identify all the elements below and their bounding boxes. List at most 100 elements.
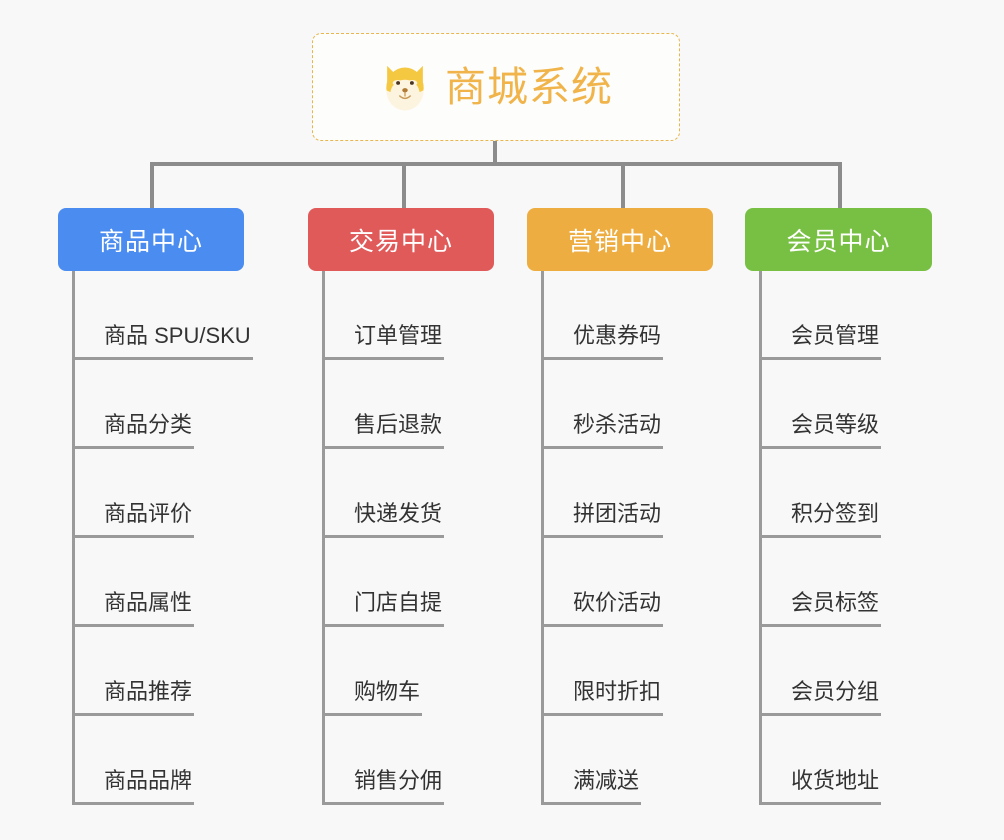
leaf-underline-stub [72, 535, 102, 538]
leaf-label: 会员等级 [789, 412, 882, 449]
leaf-item[interactable]: 限时折扣 [541, 627, 713, 716]
branch-column-trade-center: 交易中心 订单管理 售后退款 快递发货 门店自提 购物车 [308, 208, 494, 805]
leaf-label: 优惠券码 [571, 323, 664, 360]
leaf-spine [72, 271, 75, 805]
shiba-dog-face-icon [386, 65, 424, 111]
leaf-underline-stub [322, 802, 352, 805]
leaf-label: 销售分佣 [352, 768, 445, 805]
leaf-item[interactable]: 收货地址 [759, 716, 932, 805]
branch-column-marketing-center: 营销中心 优惠券码 秒杀活动 拼团活动 砍价活动 限时折扣 [527, 208, 713, 805]
leaf-item[interactable]: 积分签到 [759, 449, 932, 538]
leaf-item[interactable]: 商品推荐 [72, 627, 244, 716]
leaf-underline-stub [322, 446, 352, 449]
leaf-item[interactable]: 销售分佣 [322, 716, 494, 805]
leaf-label: 满减送 [571, 768, 642, 805]
leaf-list-member-center: 会员管理 会员等级 积分签到 会员标签 会员分组 收货地址 [759, 271, 932, 805]
leaf-label: 商品推荐 [102, 679, 195, 716]
leaf-label: 会员标签 [789, 590, 882, 627]
leaf-underline-stub [541, 535, 571, 538]
trunk-horizontal-connector [150, 162, 840, 166]
branch-drop-connector-1 [150, 162, 154, 209]
branch-drop-connector-2 [402, 162, 406, 209]
leaf-label: 会员管理 [789, 323, 882, 360]
branch-drop-connector-4 [838, 162, 842, 209]
leaf-item[interactable]: 订单管理 [322, 271, 494, 360]
leaf-underline-stub [541, 713, 571, 716]
leaf-item[interactable]: 满减送 [541, 716, 713, 805]
leaf-spine [322, 271, 325, 805]
leaf-label: 售后退款 [352, 412, 445, 449]
leaf-item[interactable]: 优惠券码 [541, 271, 713, 360]
leaf-label: 商品品牌 [102, 768, 195, 805]
leaf-item[interactable]: 砍价活动 [541, 538, 713, 627]
leaf-label: 限时折扣 [571, 679, 664, 716]
leaf-label: 砍价活动 [571, 590, 664, 627]
trunk-stem-connector [493, 141, 497, 166]
leaf-underline-stub [759, 357, 789, 360]
leaf-underline-stub [541, 446, 571, 449]
branch-header-member-center[interactable]: 会员中心 [745, 208, 932, 271]
branch-drop-connector-3 [621, 162, 625, 209]
leaf-label: 商品评价 [102, 501, 195, 538]
leaf-label: 秒杀活动 [571, 412, 664, 449]
leaf-list-product-center: 商品 SPU/SKU 商品分类 商品评价 商品属性 商品推荐 商品品牌 [72, 271, 253, 805]
leaf-item[interactable]: 会员等级 [759, 360, 932, 449]
leaf-item[interactable]: 商品评价 [72, 449, 244, 538]
leaf-label: 购物车 [352, 679, 423, 716]
leaf-underline-stub [759, 802, 789, 805]
leaf-underline-stub [759, 446, 789, 449]
leaf-underline-stub [72, 713, 102, 716]
leaf-label: 积分签到 [789, 501, 882, 538]
leaf-label: 收货地址 [789, 768, 882, 805]
branch-column-member-center: 会员中心 会员管理 会员等级 积分签到 会员标签 会员分组 [745, 208, 932, 805]
leaf-label: 商品分类 [102, 412, 195, 449]
branch-header-label: 会员中心 [786, 227, 891, 256]
leaf-label: 商品属性 [102, 590, 195, 627]
leaf-item[interactable]: 商品分类 [72, 360, 244, 449]
branch-header-marketing-center[interactable]: 营销中心 [527, 208, 713, 271]
leaf-item[interactable]: 秒杀活动 [541, 360, 713, 449]
leaf-item[interactable]: 门店自提 [322, 538, 494, 627]
leaf-underline-stub [759, 624, 789, 627]
leaf-underline-stub [72, 357, 102, 360]
leaf-list-trade-center: 订单管理 售后退款 快递发货 门店自提 购物车 销售分佣 [322, 271, 494, 805]
root-node[interactable]: 商城系统 [312, 33, 680, 141]
branch-column-product-center: 商品中心 商品 SPU/SKU 商品分类 商品评价 商品属性 商品推荐 [58, 208, 253, 805]
leaf-item[interactable]: 商品属性 [72, 538, 244, 627]
leaf-underline-stub [759, 535, 789, 538]
leaf-label: 订单管理 [352, 323, 445, 360]
leaf-label: 商品 SPU/SKU [102, 323, 253, 360]
branch-header-label: 商品中心 [98, 227, 203, 256]
leaf-underline-stub [322, 713, 352, 716]
leaf-underline-stub [322, 624, 352, 627]
root-title: 商城系统 [445, 63, 613, 110]
leaf-underline-stub [541, 624, 571, 627]
leaf-label: 门店自提 [352, 590, 445, 627]
branch-header-label: 营销中心 [567, 227, 672, 256]
leaf-item[interactable]: 快递发货 [322, 449, 494, 538]
leaf-underline-stub [322, 535, 352, 538]
leaf-label: 会员分组 [789, 679, 882, 716]
leaf-underline-stub [72, 446, 102, 449]
leaf-item[interactable]: 商品品牌 [72, 716, 244, 805]
leaf-underline-stub [541, 357, 571, 360]
branch-header-label: 交易中心 [348, 227, 453, 256]
leaf-item[interactable]: 拼团活动 [541, 449, 713, 538]
leaf-label: 快递发货 [352, 501, 445, 538]
leaf-item[interactable]: 会员分组 [759, 627, 932, 716]
leaf-item[interactable]: 会员管理 [759, 271, 932, 360]
leaf-item[interactable]: 商品 SPU/SKU [72, 271, 253, 360]
leaf-item[interactable]: 售后退款 [322, 360, 494, 449]
leaf-underline-stub [759, 713, 789, 716]
branch-header-trade-center[interactable]: 交易中心 [308, 208, 494, 271]
leaf-item[interactable]: 会员标签 [759, 538, 932, 627]
leaf-item[interactable]: 购物车 [322, 627, 494, 716]
leaf-underline-stub [322, 357, 352, 360]
leaf-underline-stub [72, 624, 102, 627]
leaf-label: 拼团活动 [571, 501, 664, 538]
branch-header-product-center[interactable]: 商品中心 [58, 208, 244, 271]
leaf-underline-stub [72, 802, 102, 805]
leaf-spine [541, 271, 544, 805]
leaf-spine [759, 271, 762, 805]
